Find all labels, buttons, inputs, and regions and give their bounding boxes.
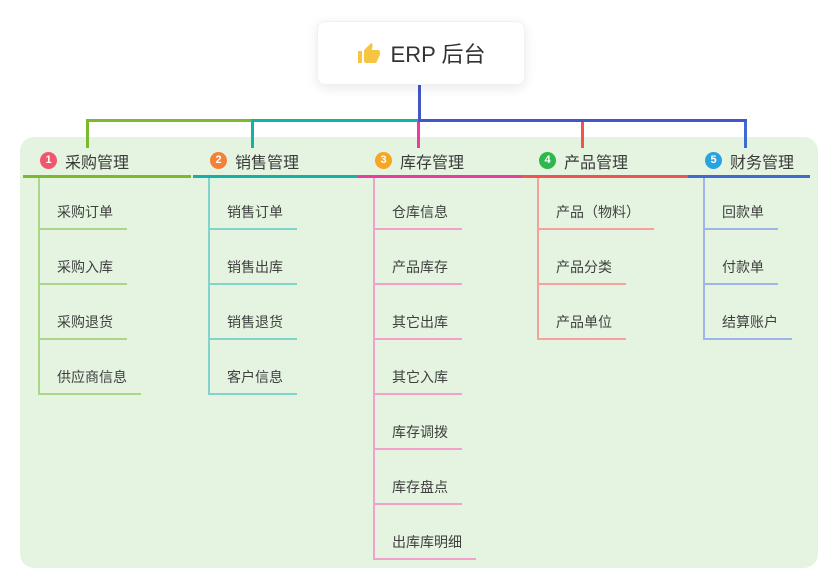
connector-horizontal-left xyxy=(86,119,254,122)
branch-1-number-badge: 1 xyxy=(40,152,57,169)
connector-root-drop xyxy=(418,83,421,119)
branch-5-item-2[interactable]: 付款单 xyxy=(703,255,778,285)
branch-4-number-badge: 4 xyxy=(539,152,556,169)
branch-4-header[interactable]: 4 产品管理 xyxy=(522,146,690,178)
branch-2-number-badge: 2 xyxy=(210,152,227,169)
branch-3-connector-line xyxy=(373,178,375,560)
branch-2-item-3[interactable]: 销售退货 xyxy=(208,310,297,340)
branch-4-connector-line xyxy=(537,178,539,340)
root-title: ERP 后台 xyxy=(390,42,486,67)
branch-3-number-badge: 3 xyxy=(375,152,392,169)
branches-panel xyxy=(20,137,818,568)
branch-3-item-5[interactable]: 库存调拨 xyxy=(373,420,462,450)
root-node[interactable]: ERP 后台 xyxy=(317,21,525,85)
branch-2-item-4[interactable]: 客户信息 xyxy=(208,365,297,395)
branch-4-item-2[interactable]: 产品分类 xyxy=(537,255,626,285)
branch-1-item-1[interactable]: 采购订单 xyxy=(38,200,127,230)
branch-3-item-1[interactable]: 仓库信息 xyxy=(373,200,462,230)
branch-5-connector-line xyxy=(703,178,705,340)
branch-4-item-1[interactable]: 产品（物料） xyxy=(537,200,654,230)
branch-3-label: 库存管理 xyxy=(400,154,465,172)
branch-3-item-7[interactable]: 出库库明细 xyxy=(373,530,476,560)
branch-3-item-2[interactable]: 产品库存 xyxy=(373,255,462,285)
branch-3-item-3[interactable]: 其它出库 xyxy=(373,310,462,340)
branch-5-item-1[interactable]: 回款单 xyxy=(703,200,778,230)
branch-2-header[interactable]: 2 销售管理 xyxy=(193,146,360,178)
branch-5-header[interactable]: 5 财务管理 xyxy=(688,146,810,178)
branch-2-label: 销售管理 xyxy=(235,154,300,172)
branch-1-item-2[interactable]: 采购入库 xyxy=(38,255,127,285)
connector-drop-branch-3 xyxy=(417,122,420,148)
branch-1-connector-line xyxy=(38,178,40,395)
branch-1-header[interactable]: 1 采购管理 xyxy=(23,146,191,178)
connector-horizontal-right xyxy=(418,119,747,122)
branch-1-label: 采购管理 xyxy=(65,154,130,172)
connector-drop-branch-4 xyxy=(581,122,584,148)
branch-5-number-badge: 5 xyxy=(705,152,722,169)
branch-5-label: 财务管理 xyxy=(730,154,795,172)
connector-drop-branch-5 xyxy=(744,122,747,148)
branch-3-item-4[interactable]: 其它入库 xyxy=(373,365,462,395)
branch-1-item-3[interactable]: 采购退货 xyxy=(38,310,127,340)
branch-3-header[interactable]: 3 库存管理 xyxy=(358,146,525,178)
branch-2-item-2[interactable]: 销售出库 xyxy=(208,255,297,285)
thumbs-up-icon xyxy=(357,43,380,63)
branch-3-item-6[interactable]: 库存盘点 xyxy=(373,475,462,505)
branch-4-item-3[interactable]: 产品单位 xyxy=(537,310,626,340)
branch-2-item-1[interactable]: 销售订单 xyxy=(208,200,297,230)
connector-drop-branch-1 xyxy=(86,122,89,148)
branch-1-item-4[interactable]: 供应商信息 xyxy=(38,365,141,395)
branch-2-connector-line xyxy=(208,178,210,395)
connector-horizontal-center xyxy=(251,119,420,122)
branch-4-label: 产品管理 xyxy=(564,154,629,172)
connector-drop-branch-2 xyxy=(251,122,254,148)
branch-5-item-3[interactable]: 结算账户 xyxy=(703,310,792,340)
